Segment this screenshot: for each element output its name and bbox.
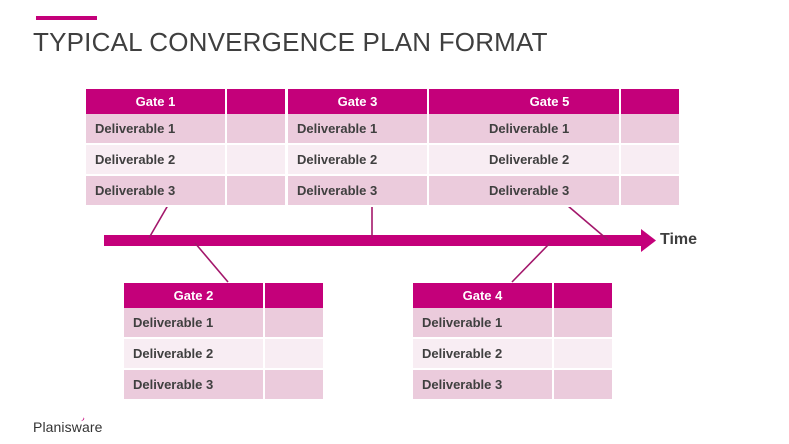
gate-header-spacer <box>428 89 487 114</box>
deliverable-label: Deliverable 3 <box>480 175 621 207</box>
deliverable-value-cell <box>264 338 323 370</box>
deliverable-label: Deliverable 2 <box>413 338 554 370</box>
deliverable-label: Deliverable 2 <box>480 144 621 176</box>
planisware-logo: Planisware <box>33 419 103 435</box>
gate-title: Gate 4 <box>413 283 554 308</box>
connector-gate-5 <box>560 199 609 241</box>
deliverable-value-cell <box>428 114 487 145</box>
timeline-arrowhead <box>641 229 656 252</box>
connector-gate-2 <box>194 242 229 283</box>
table-row: Deliverable 1 <box>288 114 487 145</box>
page-title: TYPICAL CONVERGENCE PLAN FORMAT <box>33 27 548 57</box>
gate-header-row: Gate 2 <box>124 283 323 308</box>
gate-header-row: Gate 1 <box>86 89 285 114</box>
deliverable-value-cell <box>553 338 612 370</box>
gate-table-3: Gate 3 Deliverable 1 Deliverable 2 Deliv… <box>288 89 487 207</box>
connector-gate-4 <box>511 242 551 283</box>
table-row: Deliverable 3 <box>86 175 285 207</box>
table-row: Deliverable 2 <box>413 338 612 370</box>
gate-title: Gate 2 <box>124 283 265 308</box>
gate-header-spacer <box>226 89 285 114</box>
deliverable-label: Deliverable 3 <box>288 175 429 207</box>
table-row: Deliverable 3 <box>124 369 323 401</box>
table-row: Deliverable 1 <box>413 308 612 339</box>
gate-title: Gate 1 <box>86 89 227 114</box>
deliverable-value-cell <box>226 144 285 176</box>
table-row: Deliverable 1 <box>124 308 323 339</box>
deliverable-label: Deliverable 1 <box>413 308 554 339</box>
timeline-axis-label: Time <box>660 231 698 248</box>
gate-table-1: Gate 1 Deliverable 1 Deliverable 2 Deliv… <box>86 89 285 207</box>
gate-header-row: Gate 5 <box>480 89 679 114</box>
deliverable-value-cell <box>428 144 487 176</box>
deliverable-value-cell <box>620 175 679 207</box>
deliverable-label: Deliverable 1 <box>86 114 227 145</box>
deliverable-label: Deliverable 3 <box>413 369 554 401</box>
table-row: Deliverable 2 <box>480 144 679 176</box>
gate-header-spacer <box>553 283 612 308</box>
table-row: Deliverable 2 <box>288 144 487 176</box>
timeline-shaft <box>104 235 644 246</box>
deliverable-label: Deliverable 1 <box>124 308 265 339</box>
deliverable-value-cell <box>264 308 323 339</box>
table-row: Deliverable 3 <box>288 175 487 207</box>
deliverable-label: Deliverable 3 <box>86 175 227 207</box>
table-row: Deliverable 1 <box>480 114 679 145</box>
deliverable-value-cell <box>553 308 612 339</box>
table-row: Deliverable 2 <box>86 144 285 176</box>
deliverable-value-cell <box>428 175 487 207</box>
table-row: Deliverable 3 <box>413 369 612 401</box>
gate-header-row: Gate 3 <box>288 89 487 114</box>
gate-title: Gate 5 <box>480 89 621 114</box>
deliverable-value-cell <box>620 144 679 176</box>
connector-gate-1 <box>148 199 172 239</box>
deliverable-label: Deliverable 3 <box>124 369 265 401</box>
deliverable-label: Deliverable 1 <box>288 114 429 145</box>
gate-table-5: Gate 5 Deliverable 1 Deliverable 2 Deliv… <box>480 89 679 207</box>
gate-header-spacer <box>264 283 323 308</box>
deliverable-label: Deliverable 2 <box>86 144 227 176</box>
table-row: Deliverable 1 <box>86 114 285 145</box>
logo-swoosh-icon <box>80 417 85 422</box>
gate-header-row: Gate 4 <box>413 283 612 308</box>
deliverable-label: Deliverable 2 <box>288 144 429 176</box>
title-accent-bar <box>36 16 97 20</box>
deliverable-value-cell <box>226 114 285 145</box>
deliverable-value-cell <box>226 175 285 207</box>
table-row: Deliverable 2 <box>124 338 323 370</box>
deliverable-value-cell <box>264 369 323 401</box>
gate-table-4: Gate 4 Deliverable 1 Deliverable 2 Deliv… <box>413 283 612 401</box>
deliverable-label: Deliverable 1 <box>480 114 621 145</box>
deliverable-label: Deliverable 2 <box>124 338 265 370</box>
deliverable-value-cell <box>553 369 612 401</box>
gate-table-2: Gate 2 Deliverable 1 Deliverable 2 Deliv… <box>124 283 323 401</box>
gate-header-spacer <box>620 89 679 114</box>
table-row: Deliverable 3 <box>480 175 679 207</box>
deliverable-value-cell <box>620 114 679 145</box>
gate-title: Gate 3 <box>288 89 429 114</box>
